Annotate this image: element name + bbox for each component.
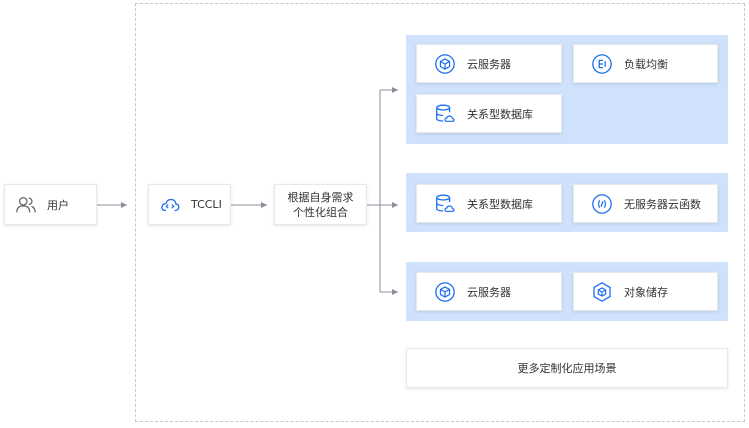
tccli-label: TCCLI: [191, 198, 222, 211]
database-icon: [436, 194, 455, 212]
service-card-object-storage: 对象储存: [573, 272, 718, 311]
cloud-server-icon: [435, 281, 455, 302]
service-card-database: 关系型数据库: [416, 184, 562, 223]
cloud-cli-icon: [161, 198, 180, 211]
combine-line-1: 根据自身需求: [287, 190, 354, 204]
tccli-card: TCCLI: [148, 184, 231, 225]
service-label: 关系型数据库: [467, 197, 533, 211]
more-scenarios-card: 更多定制化应用场景: [406, 348, 728, 388]
user-label: 用户: [47, 198, 69, 212]
service-label: 关系型数据库: [467, 107, 533, 121]
load-balancer-icon: [592, 53, 612, 74]
combine-line-2: 个性化组合: [293, 205, 348, 219]
service-label: 云服务器: [467, 57, 511, 71]
combine-card: 根据自身需求 个性化组合: [274, 184, 367, 225]
cloud-server-icon: [435, 53, 455, 74]
service-card-cloud-server: 云服务器: [416, 44, 562, 83]
service-label: 对象储存: [624, 285, 668, 299]
user-group-icon: [16, 196, 36, 212]
service-label: 负载均衡: [624, 57, 668, 71]
database-icon: [436, 104, 455, 122]
more-scenarios-label: 更多定制化应用场景: [517, 362, 617, 375]
object-storage-icon: [593, 281, 611, 302]
service-card-cloud-server: 云服务器: [416, 272, 562, 311]
service-card-serverless-function: 无服务器云函数: [573, 184, 718, 223]
service-label: 无服务器云函数: [624, 197, 701, 211]
product-frame: [135, 3, 745, 422]
user-card: 用户: [4, 184, 97, 225]
serverless-function-icon: [592, 193, 612, 214]
service-card-database: 关系型数据库: [416, 94, 562, 133]
service-card-load-balancer: 负载均衡: [573, 44, 718, 83]
service-label: 云服务器: [467, 285, 511, 299]
